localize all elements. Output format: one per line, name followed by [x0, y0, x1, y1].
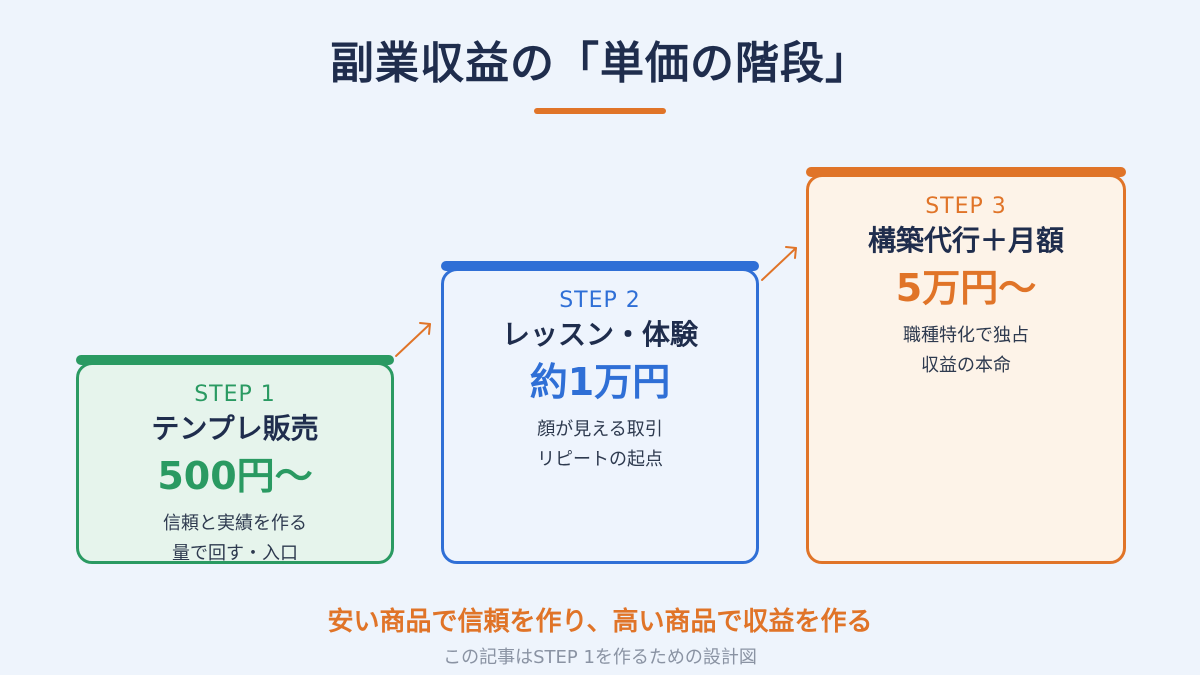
step-1-desc-line-1: 信頼と実績を作る	[163, 513, 307, 534]
step-1-card: STEP 1 テンプレ販売 500円〜 信頼と実績を作る 量で回す・入口	[76, 355, 394, 564]
step-2-desc-line-2: リピートの起点	[537, 449, 663, 470]
step-1-description: 信頼と実績を作る 量で回す・入口	[79, 509, 391, 569]
step-1-desc-line-2: 量で回す・入口	[172, 543, 298, 564]
step-3-card: STEP 3 構築代行＋月額 5万円〜 職種特化で独占 収益の本命	[806, 167, 1126, 564]
step-1-name: テンプレ販売	[151, 412, 319, 445]
step-3-name: 構築代行＋月額	[867, 224, 1064, 257]
step-2-name: レッスン・体験	[501, 318, 698, 351]
title-underline	[534, 108, 666, 114]
step-2-card: STEP 2 レッスン・体験 約1万円 顔が見える取引 リピートの起点	[441, 261, 759, 564]
step-3-desc-line-2: 収益の本命	[921, 355, 1011, 376]
step-3-price: 5万円〜	[895, 266, 1037, 310]
page-title: 副業収益の「単価の階段」	[330, 38, 870, 89]
step-3-desc-line-1: 職種特化で独占	[903, 325, 1029, 346]
step-2-top-bar	[441, 261, 759, 271]
step-3-description: 職種特化で独占 収益の本命	[809, 321, 1123, 381]
step-1-price: 500円〜	[157, 454, 313, 498]
arrow-right-up-icon	[395, 322, 431, 357]
step-2-desc-line-1: 顔が見える取引	[537, 419, 663, 440]
step-3-top-bar	[806, 167, 1126, 177]
summary-subtitle: 安い商品で信頼を作り、高い商品で収益を作る	[327, 607, 873, 637]
step-2-label: STEP 2	[559, 288, 641, 313]
step-1-label: STEP 1	[194, 382, 276, 407]
footnote: この記事はSTEP 1を作るための設計図	[443, 647, 757, 668]
step-2-price: 約1万円	[529, 360, 671, 404]
arrow-right-up-icon	[761, 246, 797, 281]
step-3-label: STEP 3	[925, 194, 1007, 219]
step-2-description: 顔が見える取引 リピートの起点	[444, 415, 756, 475]
step-1-top-bar	[76, 355, 394, 365]
